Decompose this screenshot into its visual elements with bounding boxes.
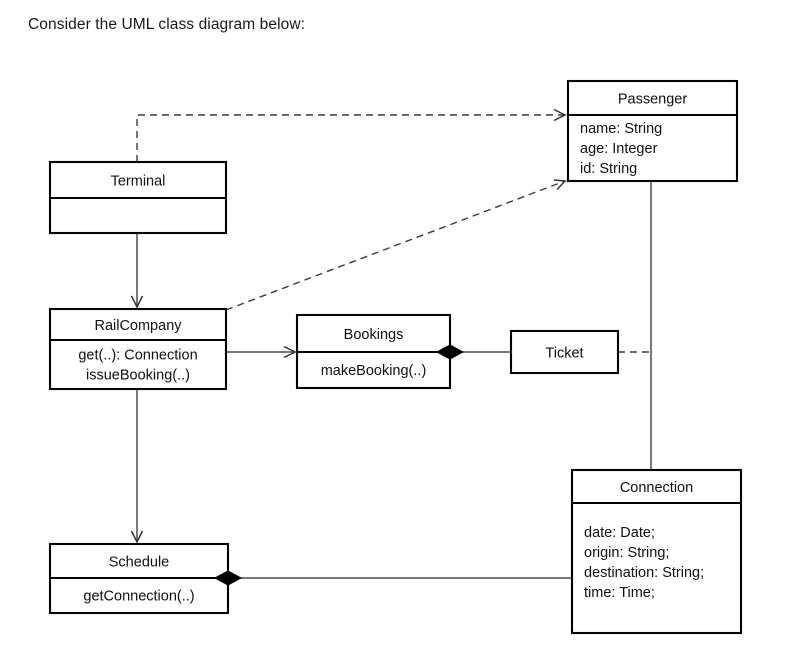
class-member-connection-2: destination: String; bbox=[584, 565, 704, 581]
class-box-connection[interactable]: Connection date: Date; origin: String; dest… bbox=[570, 468, 743, 635]
class-name-bookings: Bookings bbox=[344, 327, 404, 343]
class-name-ticket: Ticket bbox=[545, 346, 583, 362]
class-member-passenger-2: id: String bbox=[580, 161, 637, 177]
class-boxes: Passenger name: String age: Integer id: Str… bbox=[48, 79, 743, 635]
class-box-outline-railcompany bbox=[48, 307, 228, 391]
class-member-schedule-0: getConnection(..) bbox=[83, 589, 194, 605]
arrowhead-arrow-bookings-left bbox=[283, 345, 297, 359]
class-member-connection-1: origin: String; bbox=[584, 545, 669, 561]
page-title: Consider the UML class diagram below: bbox=[28, 16, 306, 33]
class-box-bookings[interactable]: Bookings makeBooking(..) bbox=[295, 313, 452, 390]
edge-markers bbox=[130, 108, 567, 586]
class-box-outline-passenger bbox=[566, 79, 739, 183]
class-name-schedule: Schedule bbox=[109, 555, 169, 571]
arrowhead-arrow-schedule-top bbox=[130, 530, 144, 544]
class-member-passenger-1: age: Integer bbox=[580, 141, 658, 157]
class-box-passenger[interactable]: Passenger name: String age: Integer id: Str… bbox=[566, 79, 739, 183]
arrowhead-arrow-railcompany-top bbox=[130, 295, 144, 309]
class-box-terminal[interactable]: Terminal bbox=[48, 160, 228, 235]
composition-diamond-schedule bbox=[213, 570, 243, 586]
relationship-terminal-to-passenger bbox=[136, 114, 565, 162]
class-name-connection: Connection bbox=[620, 480, 693, 496]
class-member-railcompany-0: get(..): Connection bbox=[78, 348, 197, 364]
class-box-railcompany[interactable]: RailCompany get(..): Connection issueBooki… bbox=[48, 307, 228, 391]
class-name-terminal: Terminal bbox=[111, 174, 166, 190]
class-member-passenger-0: name: String bbox=[580, 121, 662, 137]
class-name-passenger: Passenger bbox=[618, 92, 687, 108]
class-member-connection-0: date: Date; bbox=[584, 525, 655, 541]
class-member-bookings-0: makeBooking(..) bbox=[321, 363, 427, 379]
class-member-connection-3: time: Time; bbox=[584, 585, 655, 601]
relationship-edges bbox=[136, 114, 652, 579]
class-box-outline-connection bbox=[570, 468, 743, 635]
class-member-railcompany-1: issueBooking(..) bbox=[86, 368, 190, 384]
class-box-ticket[interactable]: Ticket bbox=[509, 329, 620, 375]
arrowhead-arrow-passenger-bottom bbox=[553, 179, 567, 191]
relationship-railcompany-to-passenger bbox=[225, 180, 566, 311]
class-box-schedule[interactable]: Schedule getConnection(..) bbox=[48, 542, 230, 615]
arrowhead-arrow-passenger-top bbox=[553, 108, 567, 122]
class-box-outline-ticket bbox=[509, 329, 620, 375]
class-name-railcompany: RailCompany bbox=[94, 318, 182, 334]
composition-diamond-bookings bbox=[435, 344, 465, 360]
